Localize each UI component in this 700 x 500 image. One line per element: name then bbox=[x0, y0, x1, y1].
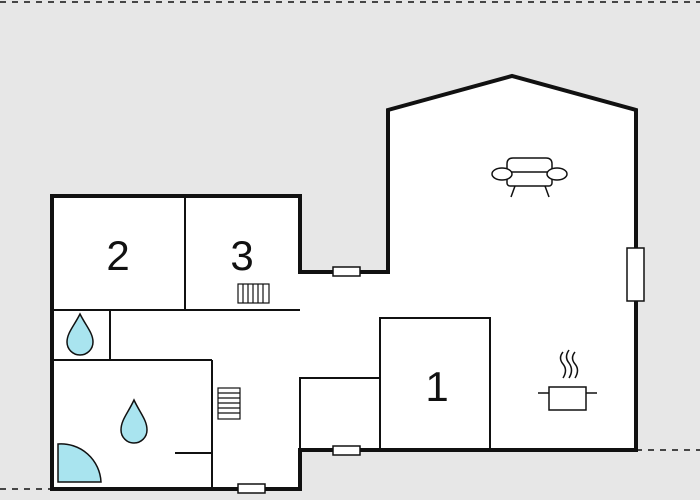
window-icon bbox=[626, 247, 645, 302]
radiator-icon bbox=[237, 283, 270, 304]
window-icon bbox=[332, 266, 361, 277]
room-label-1: 1 bbox=[425, 363, 448, 410]
water-drop-icon bbox=[120, 398, 148, 444]
window-icon bbox=[237, 483, 266, 494]
water-drop-icon bbox=[66, 312, 94, 356]
shower-tray-icon bbox=[57, 443, 102, 483]
cooking-pot-icon bbox=[538, 349, 597, 411]
radiator-icon bbox=[217, 387, 241, 420]
interior-walls bbox=[52, 196, 491, 489]
window-icon bbox=[332, 445, 361, 456]
outside-area-lower-right bbox=[300, 450, 700, 500]
room-label-3: 3 bbox=[230, 232, 253, 279]
room-label-2: 2 bbox=[106, 232, 129, 279]
sofa-icon bbox=[491, 157, 568, 198]
